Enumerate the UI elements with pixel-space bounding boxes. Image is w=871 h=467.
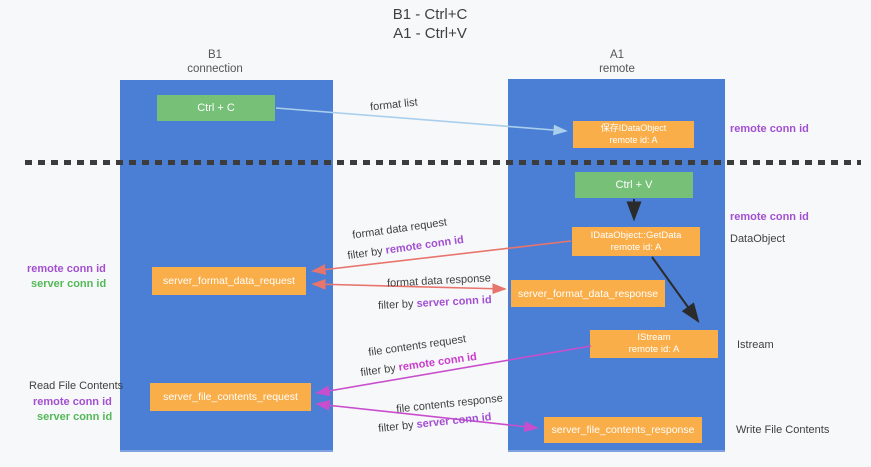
dashed-separator-line [25,160,861,165]
server-format-data-request-label: server_format_data_request [163,275,295,287]
right-column-name: A1 [609,49,625,61]
ctrl-c-label: Ctrl + C [197,102,235,114]
format-data-response-filter: filter by server conn id [378,294,492,312]
write-file-contents-label: Write File Contents [736,424,830,436]
filter-prefix: filter by [377,297,417,312]
istream-line1: IStream [637,332,671,344]
getdata-line1: IDataObject::GetData [590,229,682,241]
left-column-name: B1 [207,49,223,61]
remote-conn-id-label-left-1: remote conn id [27,263,106,275]
right-column-header: A1 remote [557,49,677,77]
save-idataobject-line1: 保存IDataObject [600,123,667,134]
server-file-contents-request-box: server_file_contents_request [150,383,311,411]
filter-value-server-conn-id: server conn id [415,411,493,431]
read-file-contents-label: Read File Contents [29,380,124,392]
istream-side-label: Istream [737,339,774,351]
title-line-1: B1 - Ctrl+C [392,6,468,23]
server-conn-id-label-left-2: server conn id [37,411,113,423]
filter-prefix: filter by [359,361,400,380]
ctrl-v-label: Ctrl + V [615,179,653,191]
right-column-role: remote [599,62,635,75]
diagram-title: B1 - Ctrl+C A1 - Ctrl+V [330,6,530,44]
filter-value-remote-conn-id: remote conn id [397,350,478,374]
title-line-2: A1 - Ctrl+V [393,24,467,42]
file-contents-response-filter: filter by server conn id [378,411,492,435]
idataobject-getdata-box: IDataObject::GetData remote id: A [572,227,700,256]
remote-conn-id-label-top: remote conn id [730,123,809,135]
server-file-contents-request-label: server_file_contents_request [163,391,298,403]
getdata-line2: remote id: A [610,241,662,253]
filter-value-remote-conn-id: remote conn id [384,233,465,257]
left-column-role: connection [187,62,243,75]
istream-box: IStream remote id: A [590,330,718,358]
remote-conn-id-label-left-2: remote conn id [33,396,112,408]
ctrl-v-box: Ctrl + V [575,172,693,198]
server-format-data-response-label: server_format_data_response [517,287,659,300]
server-format-data-request-box: server_format_data_request [152,267,306,295]
server-file-contents-response-box: server_file_contents_response [544,417,702,443]
save-idataobject-line2: remote id: A [609,134,658,145]
save-idataobject-box: 保存IDataObject remote id: A [573,121,694,148]
filter-prefix: filter by [346,244,387,263]
format-data-response-label: format data response [386,272,492,290]
left-column-header: B1 connection [155,49,275,77]
server-conn-id-label-left-1: server conn id [31,278,107,290]
remote-conn-id-label-mid: remote conn id [730,211,809,223]
istream-line2: remote id: A [628,344,680,355]
format-list-label: format list [369,96,419,114]
dataobject-label: DataObject [730,233,786,245]
server-file-contents-response-label: server_file_contents_response [551,424,695,436]
ctrl-c-box: Ctrl + C [157,95,275,121]
server-format-data-response-box: server_format_data_response [511,280,665,307]
filter-value-server-conn-id: server conn id [416,294,492,310]
filter-prefix: filter by [377,418,418,435]
